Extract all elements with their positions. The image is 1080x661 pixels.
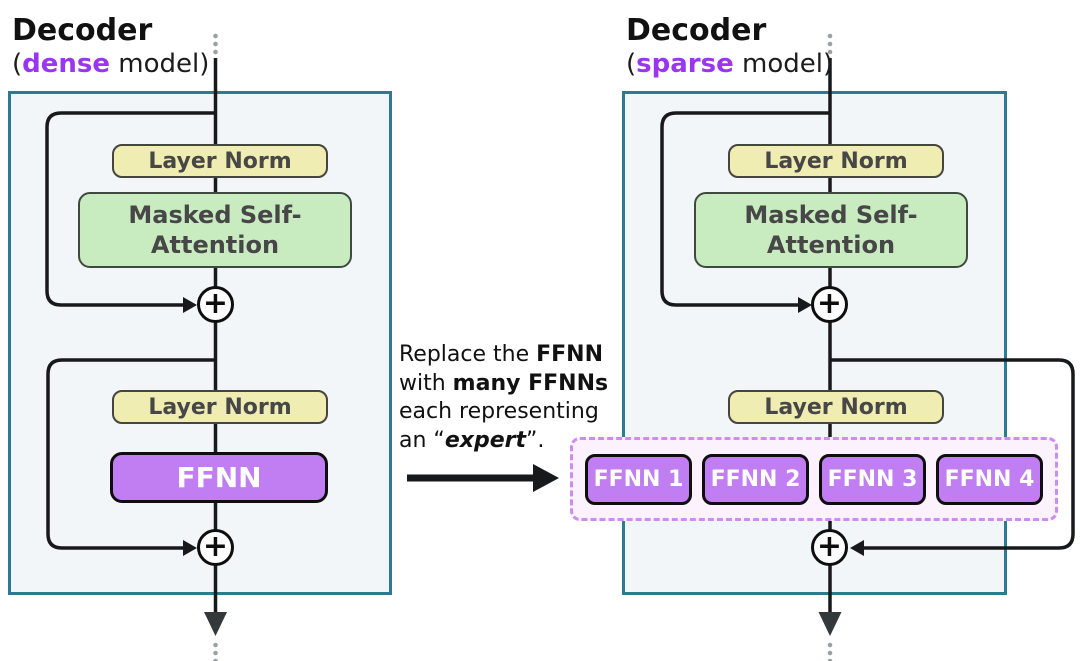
masked-self-attention-box: Masked Self-Attention [78,192,352,268]
expert-ffnn-box: FFNN 2 [702,453,809,505]
ffnn-box: FFNN [110,452,328,503]
residual-add-icon: + [811,286,848,323]
sparse-subtitle: (sparse model) [626,48,833,80]
masked-self-attention-box: Masked Self-Attention [694,192,968,268]
layer-norm-box: Layer Norm [112,144,328,178]
sparse-title-block: Decoder (sparse model) [626,14,833,80]
dense-subtitle: (dense model) [12,48,209,80]
layer-norm-box: Layer Norm [728,390,944,424]
page-title: Decoder [626,13,767,48]
dense-accent-word: dense [22,49,111,79]
subtitle-paren: ( [626,49,637,79]
residual-add-icon: + [811,529,848,566]
annotation-line: with many FFNNs [399,370,609,396]
layer-norm-box: Layer Norm [728,144,944,178]
expert-ffnn-box: FFNN 3 [819,453,926,505]
annotation-line: each representing [399,399,599,424]
replace-annotation: Replace the FFNN with many FFNNs each re… [399,341,639,455]
output-arrowhead-dense [204,612,227,636]
subtitle-rest: model) [110,49,210,79]
replace-arrow-head [533,464,559,492]
experts-group: FFNN 1 FFNN 2 FFNN 3 FFNN 4 [570,437,1058,521]
page-title: Decoder [12,13,153,48]
dense-title-block: Decoder (dense model) [12,14,209,80]
expert-ffnn-box: FFNN 1 [585,453,692,505]
annotation-line: Replace the FFNN [399,342,604,367]
output-arrowhead-sparse [818,612,842,636]
expert-ffnn-box: FFNN 4 [936,453,1043,505]
residual-add-icon: + [197,529,234,566]
subtitle-rest: model) [733,49,834,79]
residual-add-icon: + [197,286,234,323]
layer-norm-box: Layer Norm [112,390,328,424]
annotation-line: an “expert”. [399,427,545,453]
subtitle-paren: ( [12,49,23,79]
sparse-accent-word: sparse [636,49,734,79]
